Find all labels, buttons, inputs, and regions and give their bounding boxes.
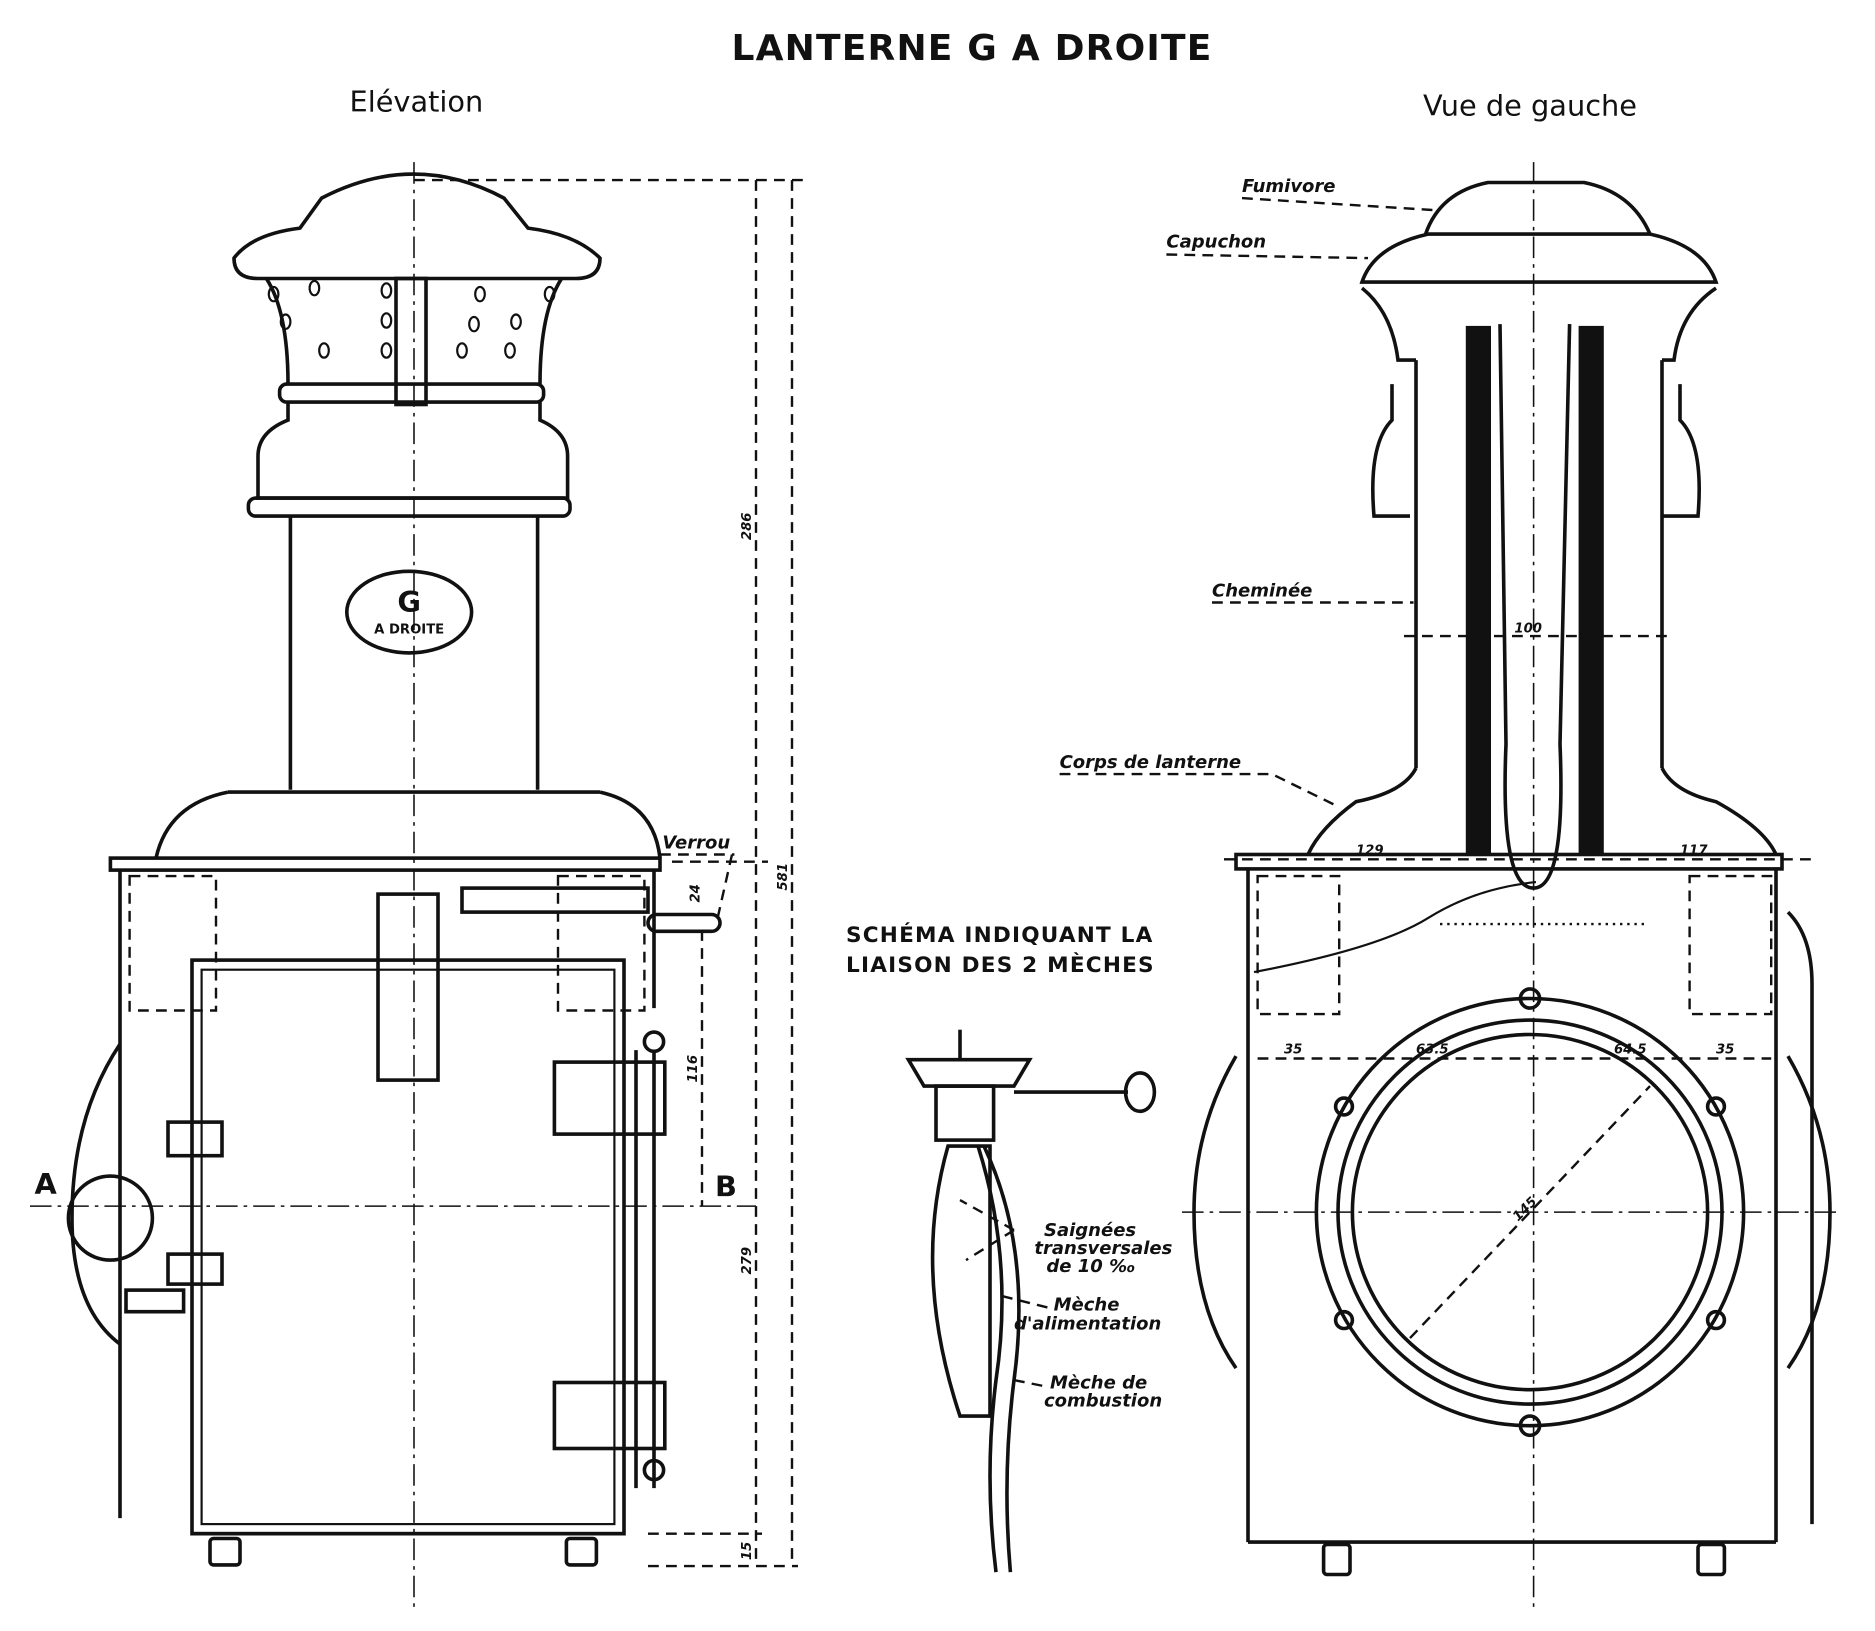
label-saignees-1: Saignées xyxy=(1044,1220,1136,1241)
capuchon xyxy=(1359,232,1719,284)
left-view: 100 145 129 117 35 63.5 64.5 35 Fumivore xyxy=(1059,162,1836,1609)
dim-100: 100 xyxy=(1514,622,1542,637)
dim-286: 286 xyxy=(740,513,755,541)
vent-holes xyxy=(267,279,556,359)
porthole-screws xyxy=(1333,987,1727,1438)
hinge-pin xyxy=(634,1050,656,1489)
dim-63-5: 63.5 xyxy=(1416,1043,1449,1058)
left-view-title: Vue de gauche xyxy=(1423,88,1637,122)
elevation-view: G A DROITE A B xyxy=(30,162,804,1609)
wick-holder xyxy=(930,1144,992,1418)
dim-64-5: 64.5 xyxy=(1614,1043,1647,1058)
meche-combustion-line xyxy=(982,1145,1021,1573)
label-capuchon: Capuchon xyxy=(1166,231,1266,252)
verrou-bolt xyxy=(646,912,722,934)
dim-129: 129 xyxy=(1356,844,1384,859)
wick-adjuster-knob xyxy=(1123,1071,1157,1114)
burner-head xyxy=(905,1057,1033,1088)
dim-117: 117 xyxy=(1680,844,1708,859)
label-b: B xyxy=(715,1170,737,1204)
elevation-vent-section xyxy=(264,277,564,385)
elevation-dimensions: 286 581 24 116 279 15 Verrou xyxy=(414,178,804,1568)
label-saignees-2: transversales xyxy=(1034,1238,1172,1259)
cap-hinge xyxy=(394,276,428,407)
elevation-view-title: Elévation xyxy=(350,85,484,119)
elevation-side-lens xyxy=(70,1043,122,1346)
foot-left xyxy=(208,1536,242,1567)
dim-279: 279 xyxy=(740,1247,755,1275)
label-meche-comb-2: combustion xyxy=(1044,1391,1162,1412)
left-view-body xyxy=(1246,868,1778,1544)
cheminee xyxy=(1414,360,1664,769)
hinge-top xyxy=(552,1060,667,1136)
dim-24: 24 xyxy=(689,884,704,902)
label-fumivore: Fumivore xyxy=(1242,176,1336,197)
fumivore xyxy=(1423,180,1652,235)
g-badge: G A DROITE xyxy=(345,569,474,655)
wick-schema: SCHÉMA INDIQUANT LA LIAISON DES 2 MÈCHES… xyxy=(846,922,1173,1573)
dim-15: 15 xyxy=(740,1542,755,1560)
badge-text: A DROITE xyxy=(374,623,444,638)
hinge-bottom xyxy=(552,1380,667,1451)
label-meche-comb-1: Mèche de xyxy=(1050,1373,1147,1394)
verrou-rail xyxy=(460,886,650,914)
elevation-collar-ring xyxy=(246,496,572,518)
dim-35-left: 35 xyxy=(1284,1043,1302,1058)
label-verrou: Verrou xyxy=(662,833,730,854)
wick-loop xyxy=(1498,324,1572,890)
elevation-body-top xyxy=(108,856,662,872)
label-cheminee: Cheminée xyxy=(1212,581,1312,602)
schema-title-line1: SCHÉMA INDIQUANT LA xyxy=(846,922,1154,948)
schema-title-line2: LIAISON DES 2 MÈCHES xyxy=(846,952,1155,978)
point-a-lamp xyxy=(66,1174,155,1262)
elevation-collar xyxy=(256,402,570,500)
elevation-chimney xyxy=(288,516,540,790)
elevation-ring xyxy=(277,382,546,404)
drawing-title: LANTERNE G A DROITE xyxy=(731,28,1212,69)
elevation-flare xyxy=(154,790,662,859)
elevation-cap xyxy=(232,172,602,281)
label-a: A xyxy=(34,1167,57,1201)
badge-letter: G xyxy=(397,585,421,619)
label-meche-alim-2: d'alimentation xyxy=(1014,1314,1161,1335)
corps-de-lanterne xyxy=(1306,767,1778,856)
foot-right xyxy=(564,1536,599,1567)
porthole-ring xyxy=(1336,1018,1724,1406)
dim-35-right: 35 xyxy=(1716,1043,1734,1058)
door-latch xyxy=(376,892,440,1082)
porthole-glass xyxy=(1350,1032,1710,1392)
dim-581: 581 xyxy=(776,863,791,891)
meche-alimentation-line xyxy=(976,1145,1004,1573)
elevation-door xyxy=(190,958,626,1536)
dim-116: 116 xyxy=(686,1055,701,1083)
label-saignees-3: de 10 ‰ xyxy=(1046,1256,1135,1277)
label-meche-alim-1: Mèche xyxy=(1054,1295,1120,1316)
dim-145: 145 xyxy=(1510,1194,1540,1224)
porthole-outer xyxy=(1314,996,1746,1428)
label-corps-de-lanterne: Corps de lanterne xyxy=(1060,752,1242,773)
